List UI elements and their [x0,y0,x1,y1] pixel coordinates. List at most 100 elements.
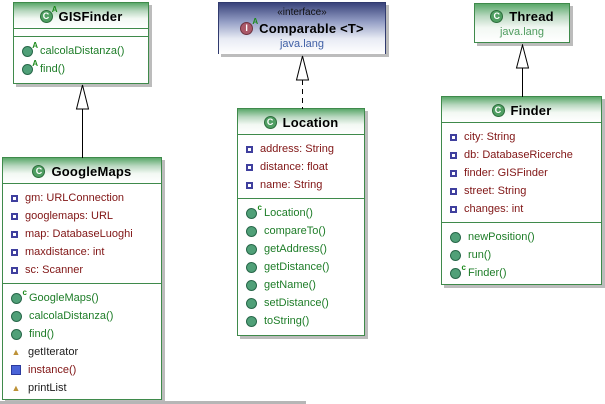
method-label: toString() [264,315,310,327]
class-box-location[interactable]: C Location address: String distance: flo… [237,108,365,336]
public-method-icon [450,249,461,261]
generalization-arrow-googlemaps-gisfinder[interactable] [75,84,90,158]
field-row[interactable]: changes: int [442,200,601,218]
method-row[interactable]: compareTo() [238,222,364,240]
method-label: getAddress() [264,243,327,255]
class-header: C Location [238,109,364,135]
field-label: googlemaps: URL [25,210,114,222]
method-label: printList [28,382,67,394]
method-row[interactable]: A calcolaDistanza() [14,41,148,60]
package-label: java.lang [499,26,545,38]
field-label: sc: Scanner [25,264,84,276]
abstract-badge: A [32,58,38,68]
field-row[interactable]: distance: float [238,158,364,176]
abstract-interface-icon: I A [240,17,258,35]
method-row[interactable]: A find() [14,59,148,78]
fields-compartment: gm: URLConnection googlemaps: URL map: D… [3,184,161,284]
field-label: db: DatabaseRicerche [464,149,573,161]
method-row[interactable]: find() [3,325,161,343]
public-method-icon [246,261,257,273]
interface-box-comparable[interactable]: «interface» I A Comparable <T> java.lang [218,2,386,54]
class-name: GISFinder [58,8,123,24]
method-label: calcolaDistanza() [40,45,125,57]
window-edge [0,401,306,404]
field-label: map: DatabaseLuoghi [25,228,133,240]
class-icon-letter: C [493,10,500,21]
field-label: gm: URLConnection [25,192,125,204]
method-row[interactable]: instance() [3,361,161,379]
abstract-method-icon: A [22,41,38,57]
field-icon [450,205,457,213]
methods-compartment: A calcolaDistanza() A find() [14,37,148,82]
class-box-thread[interactable]: C Thread java.lang [474,3,570,43]
field-row[interactable]: sc: Scanner [3,261,161,279]
field-row[interactable]: map: DatabaseLuoghi [3,225,161,243]
fields-compartment: city: String db: DatabaseRicerche finder… [442,123,601,223]
field-label: changes: int [464,203,524,215]
field-row[interactable]: city: String [442,128,601,146]
public-method-icon [246,225,257,237]
abstract-method-icon: A [22,59,38,75]
field-icon [11,212,18,220]
public-method-icon [11,328,22,340]
method-label: getName() [264,279,316,291]
method-row[interactable]: setDistance() [238,294,364,312]
class-icon-letter: C [266,116,274,127]
public-method-icon [246,315,257,327]
abstract-badge: A [51,4,58,14]
field-row[interactable]: name: String [238,176,364,194]
abstract-badge: A [32,40,38,50]
method-row[interactable]: getName() [238,276,364,294]
constructor-badge: c [257,202,262,212]
public-method-icon [450,231,461,243]
field-row[interactable]: street: String [442,182,601,200]
method-label: GoogleMaps() [29,292,99,304]
public-method-icon [246,243,257,255]
field-row[interactable]: gm: URLConnection [3,189,161,207]
methods-compartment: c GoogleMaps() calcolaDistanza() find() … [3,284,161,401]
abstract-badge: A [252,16,259,26]
public-method-icon [11,310,22,322]
field-label: distance: float [260,161,328,173]
method-row[interactable]: newPosition() [442,228,601,246]
class-icon: C [491,103,505,117]
realization-arrow-location-comparable[interactable] [295,55,310,109]
interface-name: Comparable <T> [259,20,364,36]
constructor-icon: c [11,288,27,304]
field-label: finder: GISFinder [464,167,548,179]
method-label: run() [468,249,492,261]
field-row[interactable]: finder: GISFinder [442,164,601,182]
generalization-arrow-finder-thread[interactable] [515,44,530,97]
method-row[interactable]: toString() [238,312,364,330]
method-row[interactable]: ▲ printList [3,379,161,397]
field-row[interactable]: googlemaps: URL [3,207,161,225]
method-row[interactable]: c GoogleMaps() [3,288,161,307]
public-method-icon [246,297,257,309]
constructor-icon: c [246,203,262,219]
method-row[interactable]: calcolaDistanza() [3,307,161,325]
method-row[interactable]: getAddress() [238,240,364,258]
class-icon-letter: C [35,165,43,176]
method-row[interactable]: getDistance() [238,258,364,276]
class-name: Thread [509,8,554,24]
class-icon-letter: C [42,10,50,21]
class-box-gisfinder[interactable]: C A GISFinder A calcolaDistanza() A find… [13,2,149,84]
class-icon: C [263,115,277,129]
field-icon [246,145,253,153]
method-label: getDistance() [264,261,330,273]
fields-compartment: address: String distance: float name: St… [238,135,364,199]
field-row[interactable]: db: DatabaseRicerche [442,146,601,164]
method-row[interactable]: c Finder() [442,263,601,282]
method-label: find() [29,328,55,340]
method-row[interactable]: ▲ getIterator [3,343,161,361]
class-box-finder[interactable]: C Finder city: String db: DatabaseRicerc… [441,96,602,285]
default-method-icon: ▲ [11,346,21,357]
field-row[interactable]: address: String [238,140,364,158]
method-row[interactable]: c Location() [238,203,364,222]
class-icon: C [490,9,504,23]
method-row[interactable]: run() [442,246,601,264]
field-row[interactable]: maxdistance: int [3,243,161,261]
class-box-googlemaps[interactable]: C GoogleMaps gm: URLConnection googlemap… [2,157,162,400]
field-icon [450,169,457,177]
static-method-icon [11,365,21,375]
